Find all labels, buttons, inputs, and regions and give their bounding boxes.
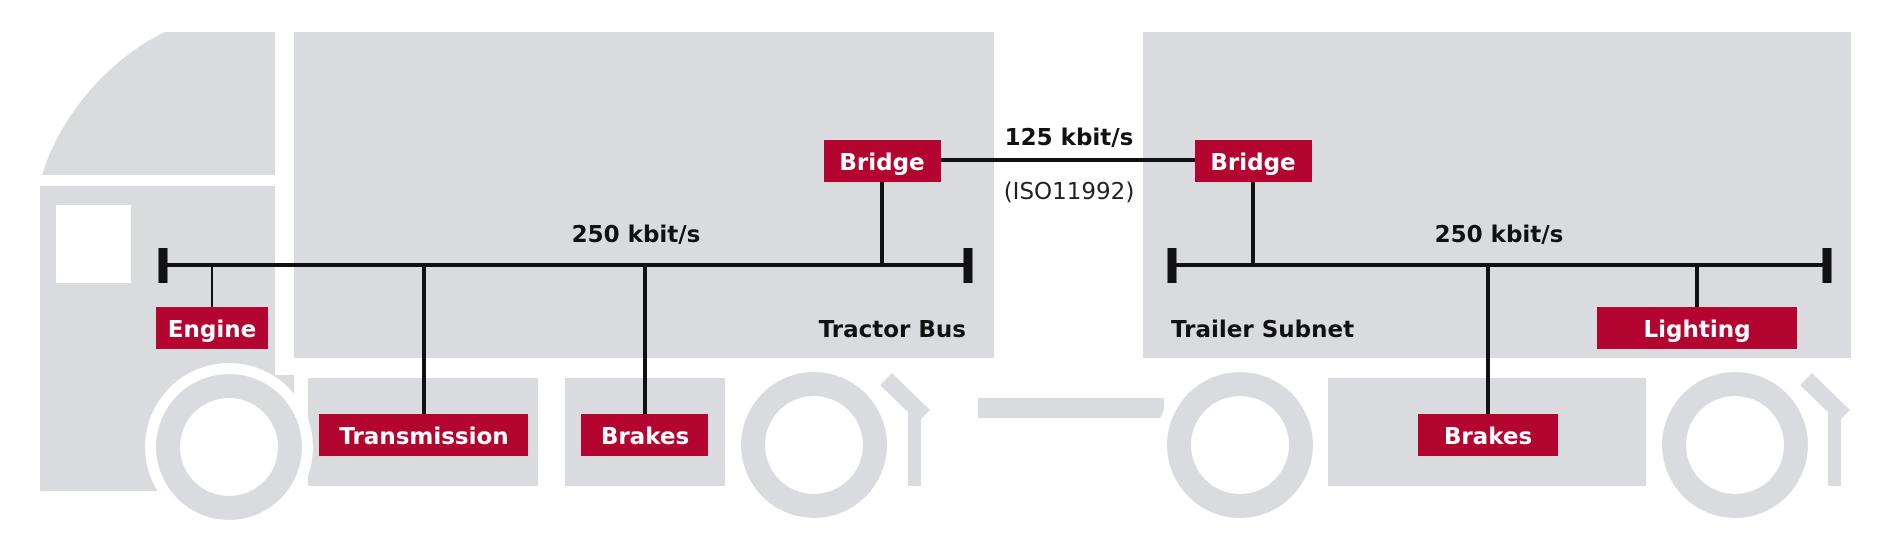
wheel-trailer-front	[1156, 361, 1324, 529]
coupling-bar	[978, 398, 1164, 418]
trailer-bus-speed: 250 kbit/s	[1435, 222, 1564, 248]
node-engine-label: Engine	[168, 317, 256, 343]
trailer-bus-name: Trailer Subnet	[1171, 317, 1354, 343]
link-standard: (ISO11992)	[1004, 179, 1135, 205]
trailer-mud-flap-top	[1800, 373, 1850, 422]
node-tractor-brakes-label: Brakes	[601, 424, 689, 450]
vehicle-silhouette	[40, 32, 1851, 491]
wheel-front	[140, 363, 313, 531]
cab-roof	[42, 32, 275, 175]
node-tractor-bridge: Bridge	[824, 140, 941, 182]
node-trailer-bridge-label: Bridge	[1210, 150, 1295, 176]
wheels	[140, 361, 1819, 531]
tractor-mud-flap	[908, 408, 921, 486]
wheel-trailer-rear	[1651, 361, 1819, 529]
link-speed: 125 kbit/s	[1005, 125, 1134, 151]
node-transmission: Transmission	[319, 414, 528, 456]
node-trailer-brakes: Brakes	[1418, 414, 1558, 456]
tractor-bus-speed: 250 kbit/s	[572, 222, 701, 248]
trailer-mud-flap	[1828, 408, 1841, 486]
tractor-mud-flap-top	[880, 373, 930, 422]
trailer-cargo-box	[1143, 32, 1851, 358]
wheel-tractor-rear	[741, 372, 887, 518]
node-trailer-brakes-label: Brakes	[1444, 424, 1532, 450]
node-transmission-label: Transmission	[339, 424, 508, 450]
node-engine: Engine	[156, 307, 268, 349]
tractor-bus-name: Tractor Bus	[819, 317, 966, 343]
trailer-bus	[1167, 182, 1832, 414]
tractor-bus	[158, 182, 973, 414]
node-lighting: Lighting	[1597, 307, 1797, 349]
node-tractor-brakes: Brakes	[581, 414, 708, 456]
cab-window	[56, 205, 131, 283]
node-trailer-bridge: Bridge	[1195, 140, 1312, 182]
node-lighting-label: Lighting	[1643, 317, 1750, 343]
node-tractor-bridge-label: Bridge	[839, 150, 924, 176]
